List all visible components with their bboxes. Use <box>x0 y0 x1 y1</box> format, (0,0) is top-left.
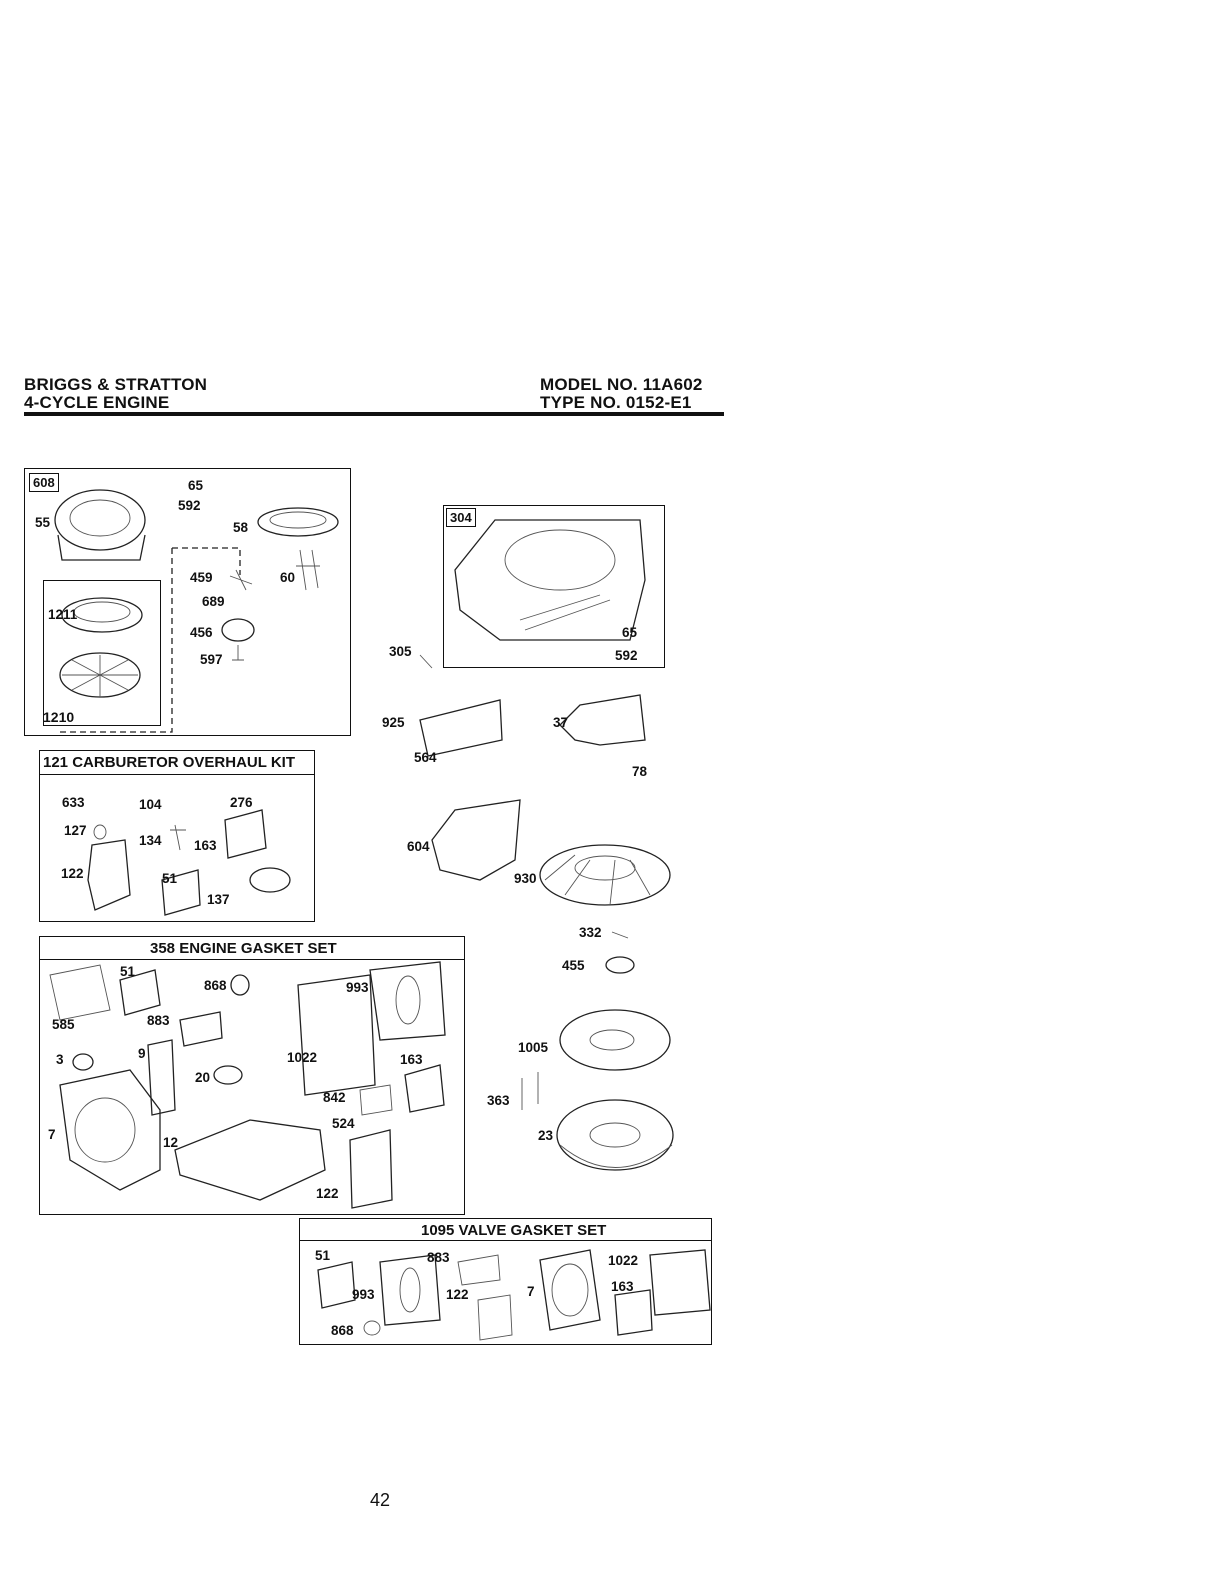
part-label: 163 <box>611 1279 634 1294</box>
part-label: 305 <box>389 644 412 659</box>
part-label: 20 <box>195 1070 211 1085</box>
part-label: 51 <box>120 964 136 979</box>
part-label: 60 <box>280 570 296 585</box>
part-label: 456 <box>190 625 213 640</box>
part-label: 163 <box>400 1052 423 1067</box>
part-label: 65 <box>188 478 204 493</box>
part-label: 1211 <box>48 607 78 622</box>
part-label: 51 <box>315 1248 331 1263</box>
part-label: 55 <box>35 515 51 530</box>
part-label: 597 <box>200 652 223 667</box>
part-label: 689 <box>202 594 225 609</box>
part-label: 1022 <box>287 1050 318 1065</box>
engine-gasket-title: 358 ENGINE GASKET SET <box>150 940 337 957</box>
valve-gasket-box: 1095 VALVE GASKET SET <box>299 1218 712 1345</box>
valve-gasket-title: 1095 VALVE GASKET SET <box>421 1222 607 1239</box>
part-label: 842 <box>323 1090 346 1105</box>
part-label: 592 <box>615 648 638 663</box>
part-label: 363 <box>487 1093 510 1108</box>
part-label: 3 <box>56 1052 64 1067</box>
part-label: 276 <box>230 795 253 810</box>
engine-type-title: 4-CYCLE ENGINE <box>24 393 170 412</box>
part-label: 1005 <box>518 1040 549 1055</box>
part-label: 633 <box>62 795 85 810</box>
part-label: 137 <box>207 892 230 907</box>
part-label: 868 <box>204 978 227 993</box>
part-label: 51 <box>162 871 178 886</box>
part-label: 459 <box>190 570 213 585</box>
carburetor-kit-box: 121 CARBURETOR OVERHAUL KIT <box>39 750 315 922</box>
part-label: 122 <box>446 1287 469 1302</box>
part-label: 122 <box>316 1186 339 1201</box>
part-label: 883 <box>147 1013 170 1028</box>
part-label: 604 <box>407 839 430 854</box>
part-label: 163 <box>194 838 217 853</box>
blower-box-tag: 608 <box>29 473 59 492</box>
part-label: 332 <box>579 925 602 940</box>
part-label: 12 <box>163 1135 179 1150</box>
fan-subassembly-tag: 1210 <box>43 709 75 725</box>
part-label: 134 <box>139 833 162 848</box>
blower-assembly-box: 608 1210 <box>24 468 351 736</box>
manufacturer-title: BRIGGS & STRATTON <box>24 375 208 394</box>
engine-gasket-titlebar <box>40 937 464 960</box>
part-label: 37 <box>553 715 569 730</box>
housing-box-tag: 304 <box>446 508 476 527</box>
part-label: 122 <box>61 866 84 881</box>
part-label: 1022 <box>608 1253 639 1268</box>
fan-subassembly-box: 1210 <box>43 580 161 726</box>
part-label: 993 <box>346 980 369 995</box>
carburetor-kit-titlebar <box>40 751 314 775</box>
type-number: TYPE NO. 0152-E1 <box>540 393 692 412</box>
part-label: 78 <box>632 764 648 779</box>
part-label: 7 <box>48 1127 56 1142</box>
part-label: 868 <box>331 1323 354 1338</box>
engine-gasket-box: 358 ENGINE GASKET SET <box>39 936 465 1215</box>
part-label: 993 <box>352 1287 375 1302</box>
part-label: 127 <box>64 823 87 838</box>
part-label: 883 <box>427 1250 450 1265</box>
part-label: 592 <box>178 498 201 513</box>
part-label: 65 <box>622 625 638 640</box>
part-label: 104 <box>139 797 162 812</box>
cylinder-housing-box: 304 <box>443 505 665 668</box>
part-label: 9 <box>138 1046 146 1061</box>
part-label: 564 <box>414 750 437 765</box>
part-label: 23 <box>538 1128 554 1143</box>
header-rule <box>24 412 724 416</box>
part-label: 455 <box>562 958 585 973</box>
valve-gasket-titlebar <box>300 1219 711 1241</box>
part-label: 585 <box>52 1017 75 1032</box>
part-label: 930 <box>514 871 537 886</box>
page-number: 42 <box>370 1490 391 1510</box>
part-label: 58 <box>233 520 249 535</box>
carburetor-kit-title: 121 CARBURETOR OVERHAUL KIT <box>43 754 295 771</box>
part-label: 524 <box>332 1116 355 1131</box>
part-label: 925 <box>382 715 405 730</box>
model-number: MODEL NO. 11A602 <box>540 375 703 394</box>
part-label: 7 <box>527 1284 535 1299</box>
